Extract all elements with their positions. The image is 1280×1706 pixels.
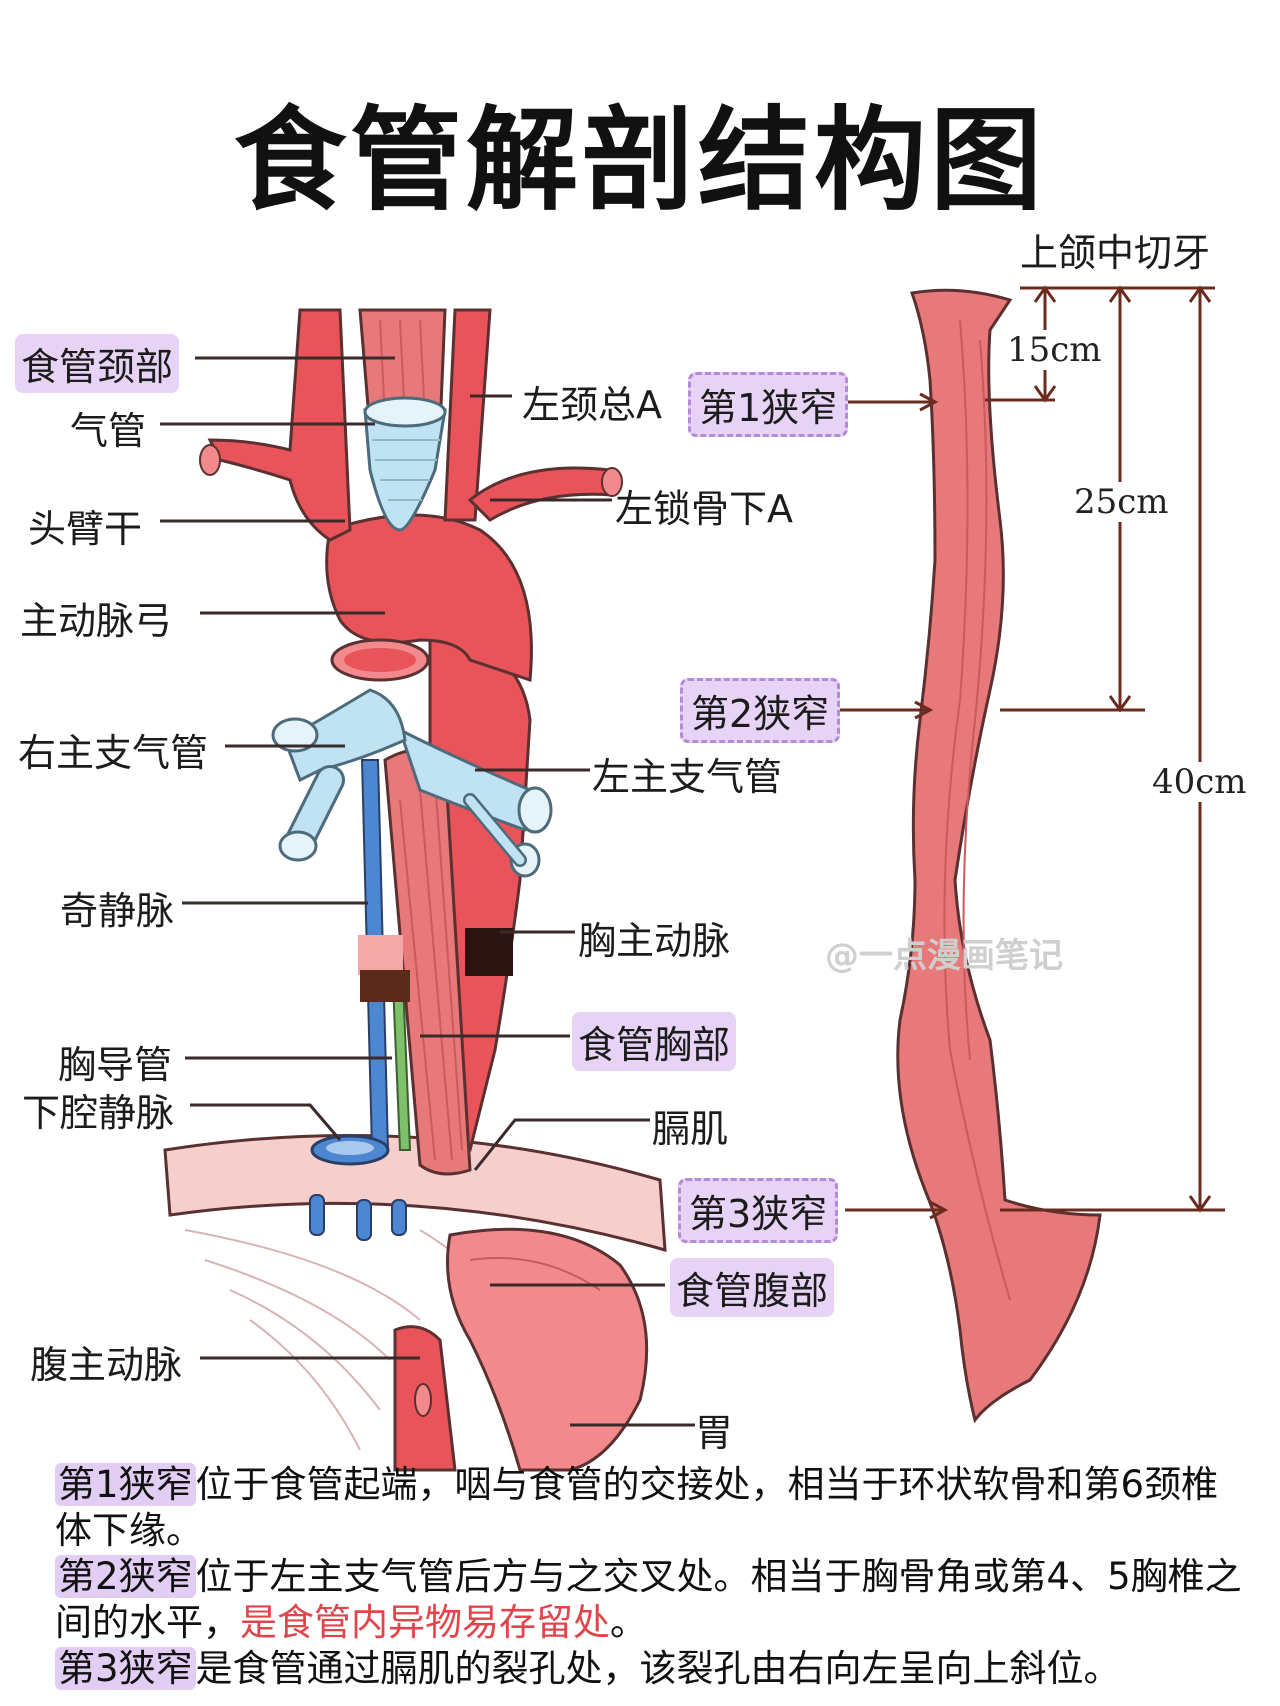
note-third: 第3狭窄是食管通过膈肌的裂孔处，该裂孔由右向左呈向上斜位。: [55, 1646, 1245, 1692]
diaphragm-shape: [163, 1133, 667, 1253]
label-stomach: 胃: [695, 1411, 734, 1455]
stomach-shape: [446, 1227, 649, 1472]
note-first-key: 第1狭窄: [55, 1463, 196, 1506]
left-subclavian-shape: [467, 466, 614, 522]
left-carotid-shape: [443, 308, 492, 522]
label-left-subclavian: 左锁骨下A: [615, 487, 793, 531]
note-second-key: 第2狭窄: [55, 1555, 196, 1598]
label-abdominal-aorta: 腹主动脉: [30, 1343, 183, 1387]
measure-25cm: 25cm: [1072, 482, 1171, 522]
label-ivc: 下腔静脉: [22, 1091, 175, 1135]
censor-block: [358, 935, 403, 975]
label-brachiocephalic: 头臂干: [28, 507, 143, 551]
note-second-highlight: 是食管内异物易存留处: [240, 1601, 610, 1644]
watermark: @一点漫画笔记: [825, 936, 1063, 976]
trachea-shape: [363, 408, 447, 532]
label-cervical-esophagus: 食管颈部: [15, 334, 180, 393]
label-diaphragm: 膈肌: [652, 1107, 729, 1151]
label-right-bronchus: 右主支气管: [18, 731, 209, 775]
esophagus-full-shape: [896, 288, 1102, 1424]
label-aortic-arch: 主动脉弓: [20, 599, 173, 643]
label-azygos: 奇静脉: [60, 889, 175, 933]
label-third-constriction: 第3狭窄: [678, 1178, 839, 1243]
label-trachea: 气管: [70, 409, 147, 453]
label-thoracic-duct: 胸导管: [58, 1043, 173, 1087]
note-first-text: 位于食管起端，咽与食管的交接处，相当于环状软骨和第6颈椎体下缘。: [55, 1463, 1219, 1552]
note-third-key: 第3狭窄: [55, 1647, 196, 1690]
label-left-carotid: 左颈总A: [522, 383, 662, 427]
note-first: 第1狭窄位于食管起端，咽与食管的交接处，相当于环状软骨和第6颈椎体下缘。: [55, 1462, 1245, 1554]
label-thoracic-esophagus: 食管胸部: [572, 1012, 737, 1071]
right-bronchus-shape: [283, 688, 407, 783]
label-second-constriction: 第2狭窄: [680, 678, 841, 743]
label-thoracic-aorta: 胸主动脉: [578, 919, 731, 963]
note-second-end: 。: [610, 1601, 647, 1644]
label-left-bronchus: 左主支气管: [592, 755, 783, 799]
note-second-text: 位于左主支气管后方与之交叉处。相当于胸骨角或第4、5胸椎之间的水平，: [55, 1555, 1242, 1644]
brachiocephalic-shape: [207, 308, 352, 542]
page-title: 食管解剖结构图: [234, 96, 1046, 226]
label-abdominal-esophagus: 食管腹部: [670, 1258, 835, 1317]
label-incisor-reference: 上颌中切牙: [1020, 231, 1211, 275]
notes-section: 第1狭窄位于食管起端，咽与食管的交接处，相当于环状软骨和第6颈椎体下缘。 第2狭…: [55, 1462, 1245, 1692]
label-first-constriction: 第1狭窄: [688, 372, 849, 437]
measure-15cm: 15cm: [1005, 330, 1104, 370]
note-third-text: 是食管通过膈肌的裂孔处，该裂孔由右向左呈向上斜位。: [195, 1647, 1121, 1690]
diaphragm-fibers: [184, 1229, 501, 1451]
measure-40cm: 40cm: [1150, 762, 1249, 802]
note-second: 第2狭窄位于左主支气管后方与之交叉处。相当于胸骨角或第4、5胸椎之间的水平，是食…: [55, 1554, 1245, 1646]
